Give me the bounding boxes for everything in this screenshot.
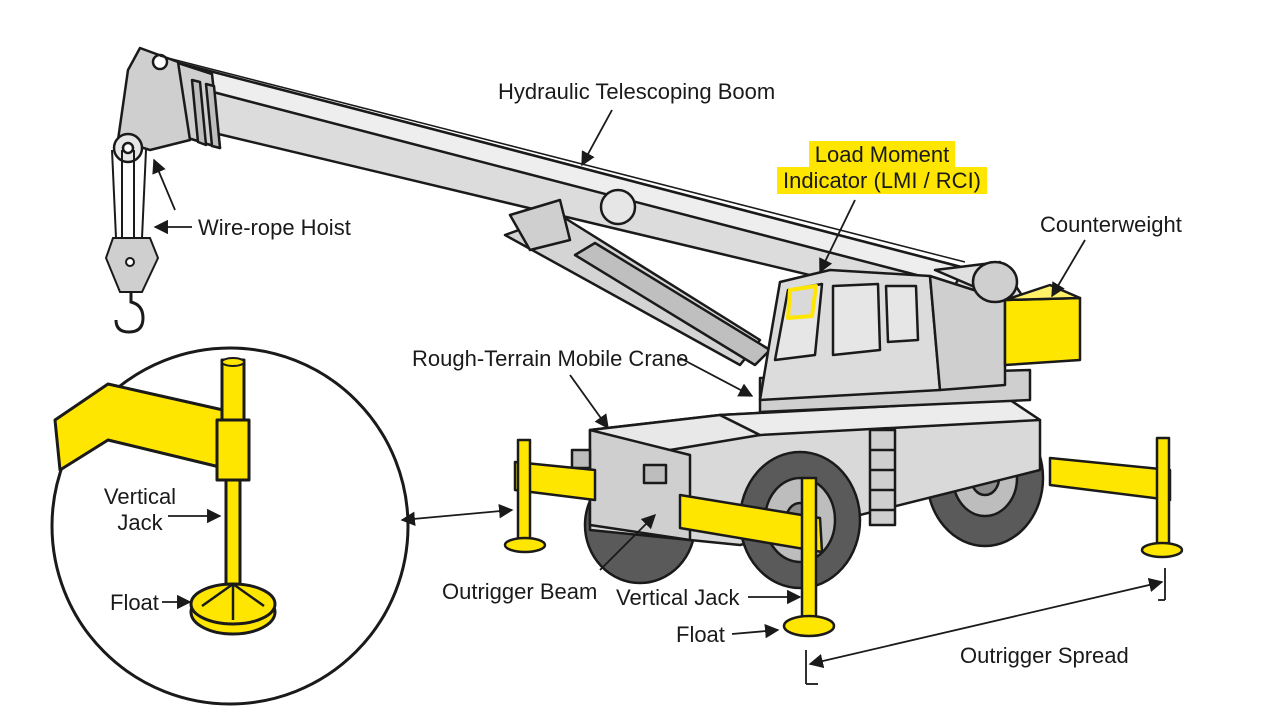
label-inset-jack-line2: Jack xyxy=(117,510,163,535)
arrow-outrigger-spread xyxy=(808,577,1164,669)
arrow-lmi xyxy=(819,199,856,274)
label-inset-jack: Vertical Jack xyxy=(90,484,190,536)
label-float: Float xyxy=(676,622,725,647)
boom xyxy=(112,46,992,367)
label-inset-float: Float xyxy=(110,590,159,615)
label-inset-jack-line1: Vertical xyxy=(103,484,177,509)
label-crane: Rough-Terrain Mobile Crane xyxy=(412,346,689,371)
arrow-crane-carrier xyxy=(569,374,609,430)
arrow-float xyxy=(731,623,780,639)
label-vertical-jack: Vertical Jack xyxy=(616,585,740,610)
label-lmi-line1: Load Moment xyxy=(808,141,956,168)
label-outrigger-spread: Outrigger Spread xyxy=(960,643,1129,668)
arrow-hoist-sheave xyxy=(152,158,176,211)
arrow-counterweight xyxy=(1051,239,1086,298)
label-boom: Hydraulic Telescoping Boom xyxy=(498,79,776,104)
hoist-block xyxy=(104,149,160,334)
label-outrigger-beam: Outrigger Beam xyxy=(442,579,598,604)
label-lmi: Load Moment Indicator (LMI / RCI) xyxy=(776,141,988,194)
leader-lines xyxy=(152,109,1166,685)
arrow-boom xyxy=(581,109,613,167)
label-counterweight: Counterweight xyxy=(1040,212,1182,237)
superstructure xyxy=(758,260,1082,414)
arrow-outrigger-beam xyxy=(599,513,657,571)
label-hoist: Wire-rope Hoist xyxy=(198,215,351,240)
arrow-crane-upper xyxy=(679,357,754,397)
label-lmi-line2: Indicator (LMI / RCI) xyxy=(776,167,988,194)
outrigger-detail-inset xyxy=(50,346,410,706)
arrow-inset-link xyxy=(400,504,514,526)
